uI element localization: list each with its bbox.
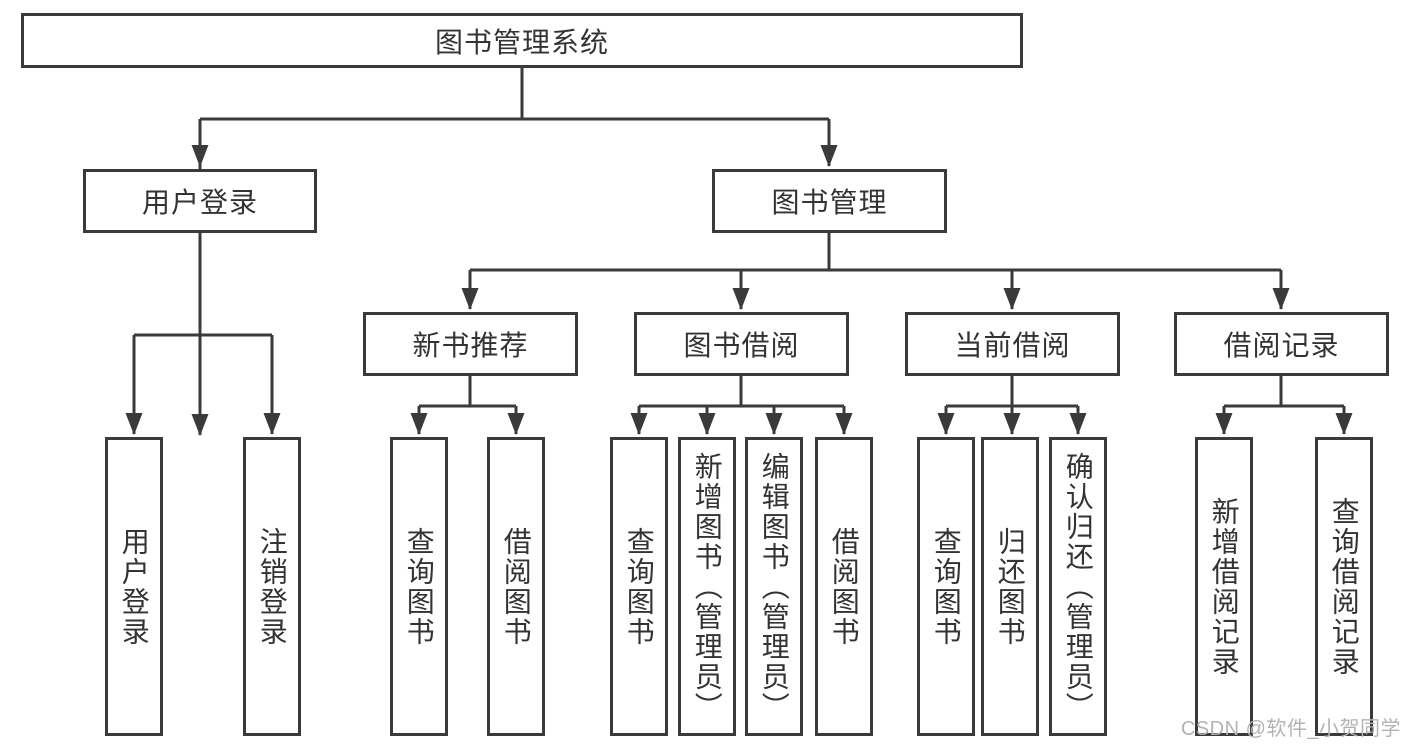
node-leaf-add-borrow-record: 新增借阅记录 — [1195, 437, 1253, 736]
node-root-library-management-system: 图书管理系统 — [21, 13, 1023, 68]
node-label: 归还图书 — [994, 526, 1026, 647]
csdn-watermark: CSDN @软件_小贺同学 — [1180, 718, 1401, 740]
node-label: 新增借阅记录 — [1208, 496, 1240, 677]
node-leaf-recommend-query-books: 查询图书 — [390, 437, 448, 736]
node-leaf-edit-books-admin: 编辑图书（管理员） — [745, 437, 803, 736]
node-leaf-borrowing-query-books: 查询图书 — [610, 437, 668, 736]
node-label: 借阅图书 — [500, 526, 532, 647]
node-label: 编辑图书（管理员） — [758, 451, 790, 722]
node-label: 查询图书 — [403, 526, 435, 647]
node-label: 借阅图书 — [828, 526, 860, 647]
node-leaf-return-books: 归还图书 — [981, 437, 1039, 736]
node-label: 新书推荐 — [412, 330, 529, 361]
node-leaf-logout: 注销登录 — [243, 437, 301, 736]
node-label: 新增图书（管理员） — [691, 451, 723, 722]
node-label: 用户登录 — [141, 187, 258, 218]
node-borrowing-records: 借阅记录 — [1174, 312, 1389, 376]
node-leaf-borrowing-borrow-books: 借阅图书 — [815, 437, 873, 736]
node-user-login: 用户登录 — [83, 169, 317, 233]
node-label: 用户登录 — [118, 526, 150, 647]
node-label: 查询图书 — [930, 526, 962, 647]
node-label: 图书管理系统 — [434, 26, 609, 58]
node-label: 注销登录 — [256, 526, 288, 647]
node-book-borrowing: 图书借阅 — [634, 312, 849, 376]
node-leaf-recommend-borrow-books: 借阅图书 — [487, 437, 545, 736]
node-label: 图书借阅 — [683, 330, 800, 361]
node-label: 当前借阅 — [954, 330, 1071, 361]
node-label: 借阅记录 — [1223, 330, 1340, 361]
node-label: 查询借阅记录 — [1328, 496, 1360, 677]
node-label: 查询图书 — [623, 526, 655, 647]
node-label: 图书管理 — [771, 187, 888, 218]
node-leaf-add-books-admin: 新增图书（管理员） — [678, 437, 736, 736]
node-new-book-recommend: 新书推荐 — [363, 312, 578, 376]
node-leaf-current-query-books: 查询图书 — [917, 437, 975, 736]
node-current-borrowing: 当前借阅 — [905, 312, 1120, 376]
node-leaf-confirm-return-admin: 确认归还（管理员） — [1049, 437, 1107, 736]
node-book-management: 图书管理 — [712, 169, 947, 233]
node-label: 确认归还（管理员） — [1062, 451, 1094, 722]
node-leaf-user-login: 用户登录 — [105, 437, 163, 736]
node-leaf-query-borrow-record: 查询借阅记录 — [1315, 437, 1373, 736]
